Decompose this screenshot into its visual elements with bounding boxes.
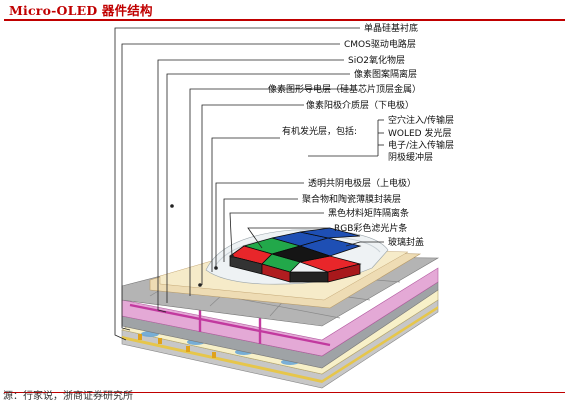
title-rule — [4, 19, 565, 21]
label-organic-emitting: 有机发光层，包括: — [282, 125, 357, 137]
label-transparent-cathode: 透明共阴电极层（上电极） — [308, 177, 416, 189]
label-sio2: SiO2氧化物层 — [348, 54, 405, 66]
label-hole-transport: 空穴注入/传输层 — [388, 114, 454, 126]
source-note: 源：行家说，浙商证券研究所 — [3, 391, 133, 402]
layer-labels: 单晶硅基衬底 CMOS驱动电路层 SiO2氧化物层 像素图案隔离层 像素图形导电… — [268, 22, 454, 248]
label-rgb-filter: RGB彩色滤光片条 — [334, 222, 407, 234]
blue-filter-b — [299, 227, 361, 239]
label-silicon-substrate: 单晶硅基衬底 — [364, 22, 418, 34]
label-pixel-isolation: 像素图案隔离层 — [354, 68, 417, 80]
label-cmos-driver: CMOS驱动电路层 — [344, 38, 416, 50]
label-cathode-buffer: 阴极缓冲层 — [388, 151, 433, 163]
label-thin-film-encapsulation: 聚合物和陶瓷薄膜封装层 — [302, 193, 401, 205]
page-title: Micro-OLED 器件结构 — [9, 3, 153, 18]
label-black-matrix: 黑色材料矩阵隔离条 — [328, 207, 409, 219]
label-anode-dielectric: 像素阳极介质层（下电极） — [306, 99, 414, 111]
footer-rule — [4, 392, 565, 393]
label-glass-cover: 玻璃封盖 — [388, 236, 424, 248]
red-side-b — [327, 263, 361, 283]
label-electron-transport: 电子/注入传输层 — [388, 139, 454, 151]
device-illustration — [121, 227, 440, 389]
label-woled: WOLED 发光层 — [388, 127, 451, 139]
black-filter — [270, 245, 332, 263]
black-side-b — [289, 271, 329, 283]
label-pixel-conductive: 像素图形导电层（硅基芯片顶层金属） — [268, 83, 421, 95]
leader-lines — [114, 27, 384, 341]
